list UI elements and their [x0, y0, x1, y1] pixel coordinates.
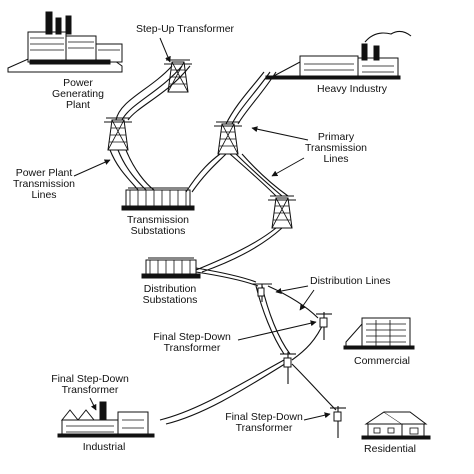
- transmission-tower-icon: [103, 117, 133, 151]
- distribution-arrow-1: [275, 285, 309, 294]
- commercial-label: Commercial: [354, 355, 410, 367]
- factory-icon: [57, 401, 155, 438]
- distribution-lines-label: Distribution Lines: [310, 275, 391, 287]
- utility-pole-icon: [316, 312, 332, 340]
- pp-transmission-label-2: Transmission: [13, 178, 75, 190]
- factory-icon: [265, 30, 412, 80]
- heavy-industry-label: Heavy Industry: [317, 83, 388, 95]
- power-plant-label-3: Plant: [66, 99, 90, 111]
- final-step-down-right-label-2: Transformer: [236, 422, 293, 434]
- substation-icon: [141, 257, 201, 279]
- primary-lines-label-2: Transmission: [305, 142, 367, 154]
- industrial-label: Industrial: [83, 441, 126, 453]
- distribution-arrow-2: [299, 289, 315, 311]
- pp-transmission-label-3: Lines: [31, 189, 56, 201]
- distribution-substations-label-1: Distribution: [144, 283, 197, 295]
- final-step-down-center-arrow: [237, 320, 317, 341]
- step-up-arrow: [159, 37, 171, 63]
- transmission-substations-label-1: Transmission: [127, 214, 189, 226]
- transmission-tower-icon: [267, 195, 297, 229]
- power-plant-label-2: Generating: [52, 88, 104, 100]
- primary-lines-label-1: Primary: [318, 131, 355, 143]
- power-plant-icon: [7, 11, 123, 73]
- residential-label: Residential: [364, 443, 416, 455]
- substation-icon: [121, 187, 195, 211]
- utility-pole-icon: [280, 352, 296, 384]
- distribution-substations-label-2: Substations: [143, 294, 198, 306]
- final-step-down-left-label-2: Transformer: [62, 384, 119, 396]
- office-building-icon: [343, 317, 415, 350]
- primary-lines-label-3: Lines: [323, 153, 348, 165]
- final-step-down-right-arrow: [303, 412, 331, 421]
- utility-pole-icon: [252, 283, 272, 302]
- transmission-substations-label-2: Substations: [131, 225, 186, 237]
- transmission-tower-icon: [213, 121, 243, 155]
- final-step-down-left-label-1: Final Step-Down: [51, 373, 129, 385]
- utility-pole-icon: [330, 406, 346, 438]
- power-plant-label-1: Power: [63, 77, 93, 89]
- final-step-down-right-label-1: Final Step-Down: [225, 411, 303, 423]
- primary-arrow-2: [271, 157, 305, 177]
- step-up-transformer-label: Step-Up Transformer: [136, 23, 235, 35]
- final-step-down-center-label-1: Final Step-Down: [153, 331, 231, 343]
- pp-lines-arrow: [73, 159, 111, 177]
- primary-transmission-lines: [185, 71, 289, 273]
- pp-transmission-label-1: Power Plant: [16, 167, 73, 179]
- final-step-down-left-arrow: [89, 397, 97, 411]
- final-step-down-center-label-2: Transformer: [164, 342, 221, 354]
- primary-arrow-1: [251, 126, 309, 141]
- house-icon: [361, 411, 431, 440]
